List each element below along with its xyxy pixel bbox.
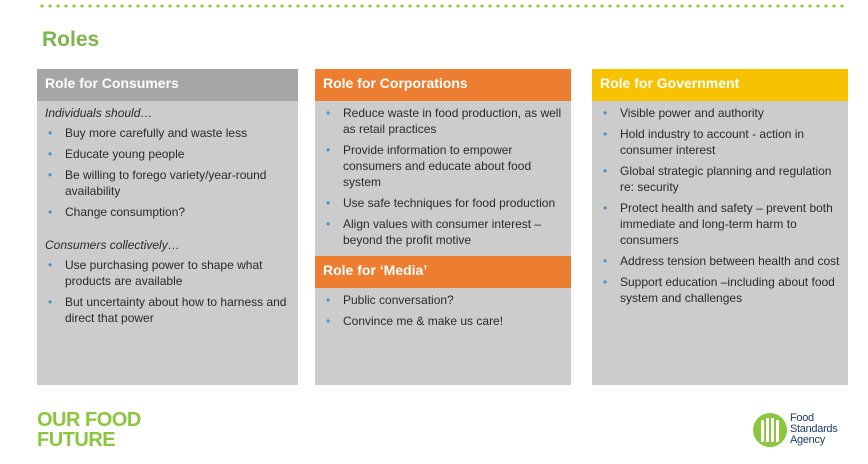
- media-header: Role for ‘Media’: [315, 256, 571, 288]
- list-item: Support education –including about food …: [600, 274, 840, 306]
- list-item: Address tension between health and cost: [600, 253, 840, 269]
- list-item: Reduce waste in food production, as well…: [323, 105, 563, 137]
- logo-line-1: OUR FOOD: [37, 409, 141, 431]
- list-item: Public conversation?: [323, 292, 563, 308]
- list-item: Change consumption?: [45, 204, 290, 220]
- list-item: Buy more carefully and waste less: [45, 125, 290, 141]
- dotted-divider: [38, 4, 846, 8]
- government-header: Role for Government: [592, 69, 848, 101]
- consumers-subheading-individuals: Individuals should…: [45, 106, 153, 120]
- consumers-subheading-collectively: Consumers collectively…: [45, 238, 180, 252]
- fsa-word-food: Food: [790, 412, 814, 424]
- consumers-collective-list: Use purchasing power to shape what produ…: [45, 257, 290, 326]
- list-item: Convince me & make us care!: [323, 313, 563, 329]
- corporations-panel: Role for Corporations Reduce waste in fo…: [315, 69, 571, 385]
- corporations-header: Role for Corporations: [315, 69, 571, 101]
- government-panel: Role for Government Visible power and au…: [592, 69, 848, 385]
- fsa-word-standards: Standards: [790, 423, 838, 435]
- media-list: Public conversation? Convince me & make …: [323, 292, 563, 329]
- government-list: Visible power and authority Hold industr…: [600, 105, 840, 306]
- fsa-wordmark: Food Standards Agency: [790, 412, 838, 446]
- consumers-header: Role for Consumers: [37, 69, 298, 101]
- list-item: But uncertainty about how to harness and…: [45, 294, 290, 326]
- consumers-individual-list: Buy more carefully and waste less Educat…: [45, 125, 290, 220]
- list-item: Hold industry to account - action in con…: [600, 126, 840, 158]
- list-item: Use purchasing power to shape what produ…: [45, 257, 290, 289]
- page-title: Roles: [42, 28, 100, 51]
- logo-line-2: FUTURE: [37, 429, 116, 451]
- list-item: Align values with consumer interest – be…: [323, 216, 563, 248]
- food-standards-agency-logo: Food Standards Agency: [752, 410, 852, 450]
- fsa-word-agency: Agency: [790, 434, 825, 446]
- our-food-future-logo: OUR FOOD FUTURE: [37, 410, 141, 450]
- list-item: Use safe techniques for food production: [323, 195, 563, 211]
- list-item: Visible power and authority: [600, 105, 840, 121]
- list-item: Global strategic planning and regulation…: [600, 163, 840, 195]
- list-item: Protect health and safety – prevent both…: [600, 200, 840, 248]
- list-item: Be willing to forego variety/year-round …: [45, 167, 290, 199]
- corporations-list: Reduce waste in food production, as well…: [323, 105, 563, 248]
- list-item: Educate young people: [45, 146, 290, 162]
- list-item: Provide information to empower consumers…: [323, 142, 563, 190]
- fsa-emblem-icon: [753, 413, 787, 447]
- consumers-panel: Role for Consumers Individuals should… B…: [37, 69, 298, 385]
